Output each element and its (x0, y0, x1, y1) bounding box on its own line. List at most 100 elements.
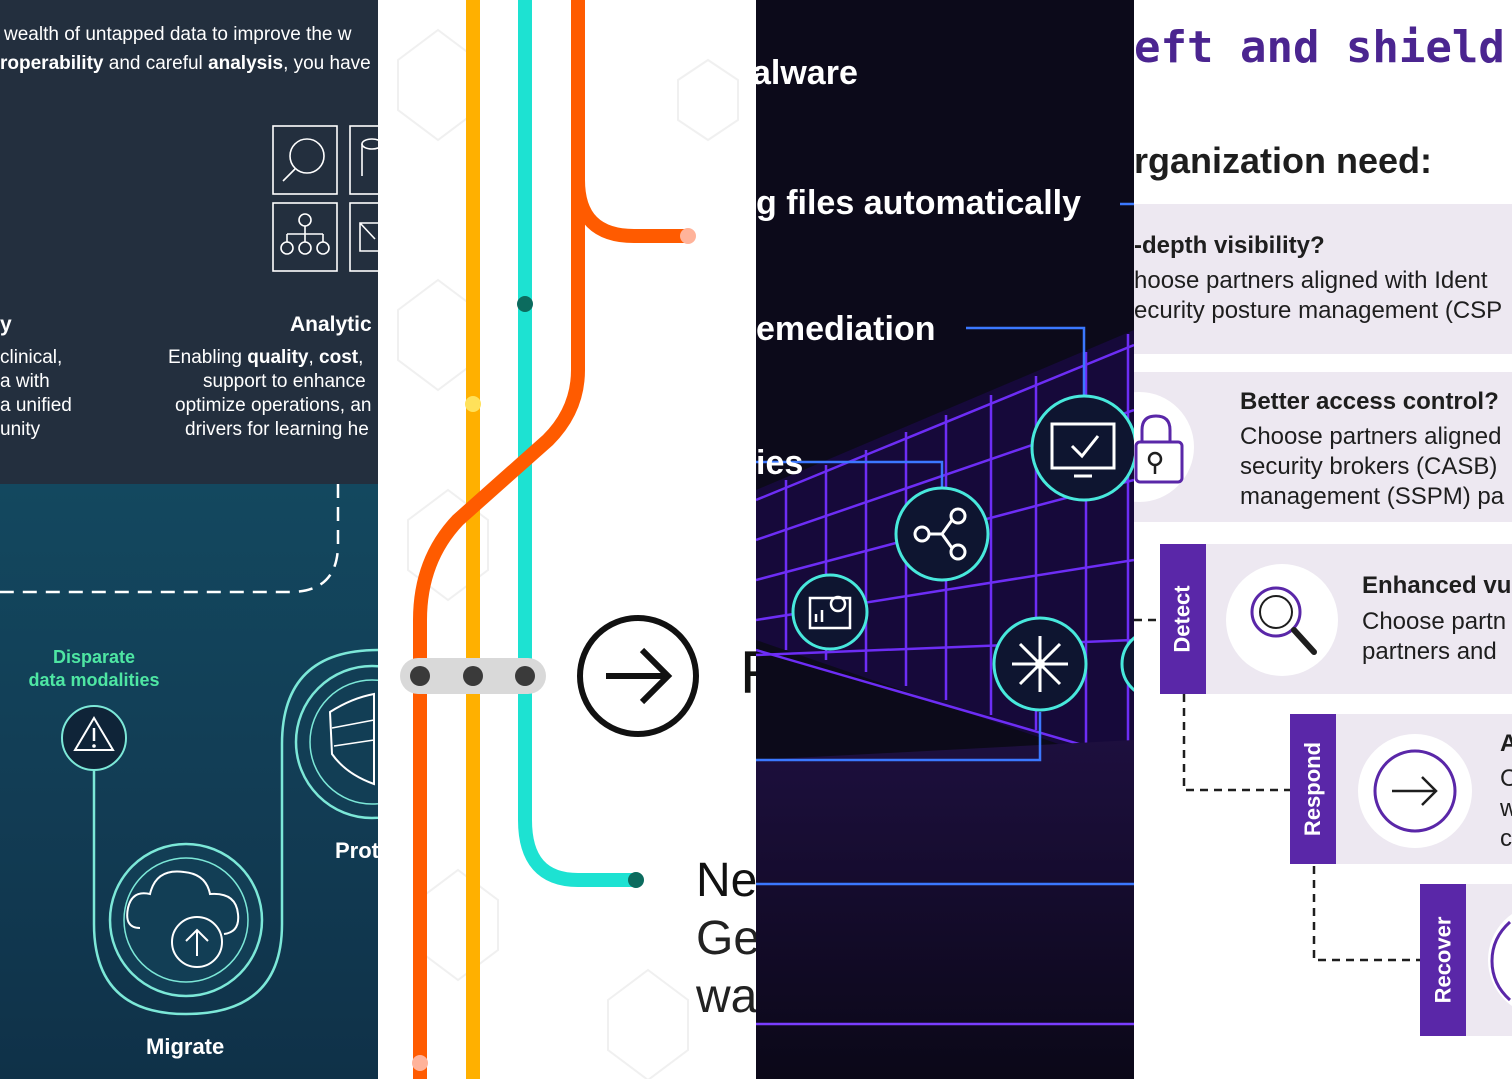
database-icon-tile (349, 125, 378, 195)
panel-transit-lines: F Ne Ge wa (378, 0, 756, 1079)
teal-line-stop (517, 296, 533, 312)
server-room-illustration (756, 0, 1134, 1079)
protect-outer-circle (294, 664, 378, 820)
panel-data-analytics: wealth of untapped data to improve the w… (0, 0, 378, 1079)
card2-line-1: Choose partners aligned (1240, 423, 1502, 450)
intro-bold-interoperability: roperability (0, 53, 104, 74)
analytics-title: Analytic (290, 313, 372, 336)
tab-respond: Respond (1290, 714, 1336, 864)
warning-icon (73, 716, 115, 751)
hierarchy-icon (298, 213, 312, 227)
intro-connector: and careful (103, 53, 209, 74)
card-access-control (1134, 372, 1512, 522)
connector-lines (756, 202, 1134, 1026)
card1-line-1: hoose partners aligned with Ident (1134, 267, 1488, 294)
database-icon (361, 138, 378, 150)
text-line-1: Ne (696, 854, 756, 907)
cloud-upload-icon (126, 870, 240, 935)
card1-line-2: ecurity posture management (CSP (1134, 297, 1503, 324)
burst-icon (992, 616, 1088, 712)
label-ies: ies (756, 444, 804, 482)
interchange-stop-2 (463, 666, 483, 686)
orange-branch-stop (680, 228, 696, 244)
analytics-text: Enabling (168, 347, 248, 368)
arrow-right-circle-icon (1373, 749, 1457, 833)
interchange-stop-1 (410, 666, 430, 686)
intro-line-2: roperability and careful analysis, you h… (0, 49, 371, 78)
teal-line-end-stop (628, 872, 644, 888)
card4-line-w: w (1500, 795, 1512, 822)
analytics-line-2: support to enhance (203, 371, 366, 392)
transit-line-graphic (397, 0, 739, 1079)
share-nodes-icon (894, 486, 990, 582)
intro-end: , you have (283, 53, 371, 74)
tab-recover-label: Recover (1430, 916, 1455, 1004)
orange-branch-line (571, 0, 688, 243)
analytics-line-4: drivers for learning he (185, 419, 369, 440)
analytics-end: , (358, 347, 364, 368)
analytics-bold-cost: cost (319, 347, 359, 368)
card3-line-2: partners and (1362, 638, 1497, 665)
analytics-line-1: Enabling quality, cost, (168, 346, 363, 370)
label-files: g files automatically (756, 184, 1081, 222)
left-fragment-line-2: a with (0, 371, 50, 392)
card4-line-a: A (1500, 730, 1512, 757)
card4-line-c: C (1500, 765, 1512, 792)
search-icon-tile (272, 125, 338, 195)
panel-security-partners: eft and shield rganization need: -depth … (1134, 0, 1512, 1079)
magnifier-icon (1250, 586, 1317, 655)
partial-letter: F (740, 643, 756, 703)
card2-line-3: management (SSPM) pa (1240, 483, 1505, 510)
text-line-2: Ge (696, 912, 756, 965)
card4-line-c2: c (1500, 825, 1512, 852)
document-icon-tile (349, 202, 378, 272)
lock-icon (1134, 414, 1184, 484)
teal-line (518, 0, 636, 887)
label-malware-text: alware (756, 54, 858, 92)
background-hex-pattern (397, 28, 739, 1079)
card1-title: -depth visibility? (1134, 232, 1325, 259)
left-fragment-line-4: unity (0, 419, 41, 440)
text-line-3: wa (696, 970, 756, 1023)
protect-label: Prot (335, 838, 378, 863)
tab-detect-label: Detect (1170, 585, 1195, 653)
label-remediation: emediation (756, 310, 936, 348)
card3-title: Enhanced vu (1362, 572, 1512, 599)
disparate-label-1: Disparate (52, 647, 136, 667)
orange-line-stop (412, 1055, 428, 1071)
dashed-flow-connectors (1134, 618, 1422, 962)
floor (756, 740, 1134, 1079)
left-fragment-line-3: a unified (0, 395, 72, 416)
dashed-connector (0, 484, 340, 594)
left-fragment-title: y (0, 313, 12, 336)
shield-icon (328, 692, 375, 786)
analytics-line-3: optimize operations, an (175, 395, 372, 416)
left-fragment-line-1: clinical, (0, 347, 63, 368)
monitor-check-icon (1030, 394, 1134, 502)
analytics-sep: , (308, 347, 320, 368)
analytics-bold-quality: quality (247, 347, 309, 368)
title-fragment: eft and shield (1134, 22, 1505, 73)
migration-flow-diagram (0, 484, 378, 1016)
orange-main-line (413, 180, 585, 1079)
migrate-label: Migrate (146, 1034, 225, 1059)
card2-line-2: security brokers (CASB) (1240, 453, 1498, 480)
search-icon (289, 138, 325, 174)
tab-respond-label: Respond (1300, 741, 1325, 837)
disparate-label-2: data modalities (28, 670, 160, 690)
dashboard-gear-icon (791, 573, 869, 651)
yellow-line-stop (465, 396, 481, 412)
intro-line-1: wealth of untapped data to improve the w (4, 24, 352, 45)
partial-icon-circle (1120, 636, 1134, 692)
card-visibility (1134, 204, 1512, 354)
analytics-icon-grid (272, 125, 378, 272)
interchange-stop-3 (515, 666, 535, 686)
recover-partial-icon (1490, 920, 1512, 1002)
intro-bold-analysis: analysis (208, 53, 284, 74)
document-icon (359, 222, 378, 252)
flow-connector-line (92, 648, 378, 1016)
section-heading: rganization need: (1134, 140, 1433, 181)
card2-title: Better access control? (1240, 388, 1499, 415)
magnifier-icon-circle (1226, 564, 1338, 676)
label-malware: ​alware (756, 54, 858, 93)
